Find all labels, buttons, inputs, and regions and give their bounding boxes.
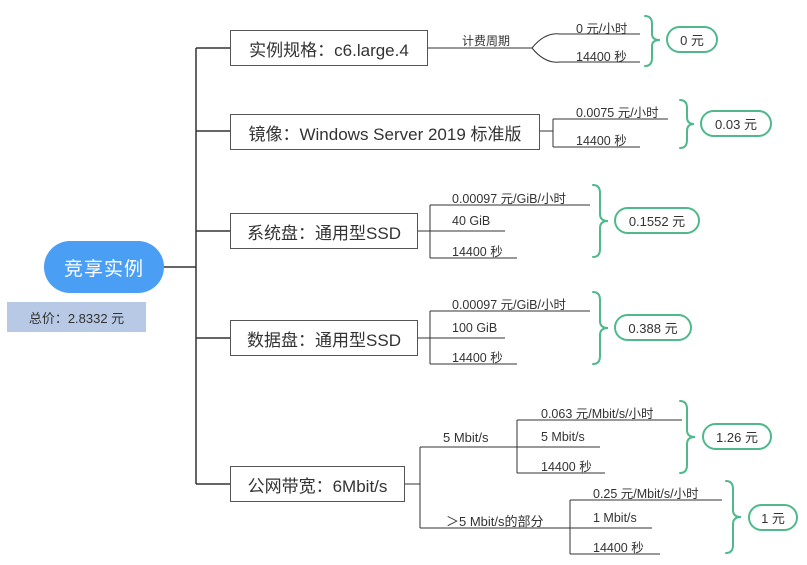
b4-item-rate: 0.00097 元/GiB/小时 [452, 298, 566, 312]
b1-item-duration: 14400 秒 [576, 50, 627, 64]
bandwidth-node: 公网带宽：6Mbit/s [230, 466, 405, 502]
b5s1-item-bandwidth: 5 Mbit/s [541, 430, 585, 444]
b3-item-duration: 14400 秒 [452, 245, 503, 259]
system-disk-node: 系统盘：通用型SSD [230, 213, 418, 249]
billing-cycle-label: 计费周期 [462, 34, 511, 48]
b5s1-bracket [679, 400, 696, 474]
b5-sub2-label: ＞5 Mbit/s的部分 [446, 514, 544, 529]
data-disk-node: 数据盘：通用型SSD [230, 320, 418, 356]
b3-item-rate: 0.00097 元/GiB/小时 [452, 192, 566, 206]
b2-item-duration: 14400 秒 [576, 134, 627, 148]
b4-item-size: 100 GiB [452, 321, 498, 335]
root-node: 竞享实例 [44, 241, 164, 293]
b4-bracket [592, 291, 609, 365]
b5s2-item-duration: 14400 秒 [593, 541, 644, 555]
b5s2-bracket [725, 480, 742, 554]
b1-bracket [644, 15, 661, 67]
b5s2-result: 1 元 [748, 504, 798, 531]
b2-bracket [679, 99, 695, 149]
b3-result: 0.1552 元 [614, 207, 700, 234]
b2-result: 0.03 元 [700, 110, 772, 137]
total-price-label: 总价：2.8332 元 [7, 302, 146, 332]
b1-result: 0 元 [666, 26, 718, 53]
b1-item2-line [531, 47, 640, 63]
b5s2-item-bandwidth: 1 Mbit/s [593, 511, 637, 525]
b1-item-rate: 0 元/小时 [576, 22, 628, 36]
image-node: 镜像：Windows Server 2019 标准版 [230, 114, 540, 150]
b1-item1-line [531, 33, 640, 49]
b5s1-result: 1.26 元 [702, 423, 772, 450]
b5-sub1-label: 5 Mbit/s [443, 430, 489, 445]
b4-result: 0.388 元 [614, 314, 692, 341]
b5s1-item-duration: 14400 秒 [541, 460, 592, 474]
b2-item-rate: 0.0075 元/小时 [576, 106, 659, 120]
b5s2-item-rate: 0.25 元/Mbit/s/小时 [593, 487, 699, 501]
b3-item-size: 40 GiB [452, 214, 491, 228]
instance-spec-node: 实例规格：c6.large.4 [230, 30, 428, 66]
b5s1-item-rate: 0.063 元/Mbit/s/小时 [541, 407, 654, 421]
b4-item-duration: 14400 秒 [452, 351, 503, 365]
b3-bracket [592, 184, 609, 258]
